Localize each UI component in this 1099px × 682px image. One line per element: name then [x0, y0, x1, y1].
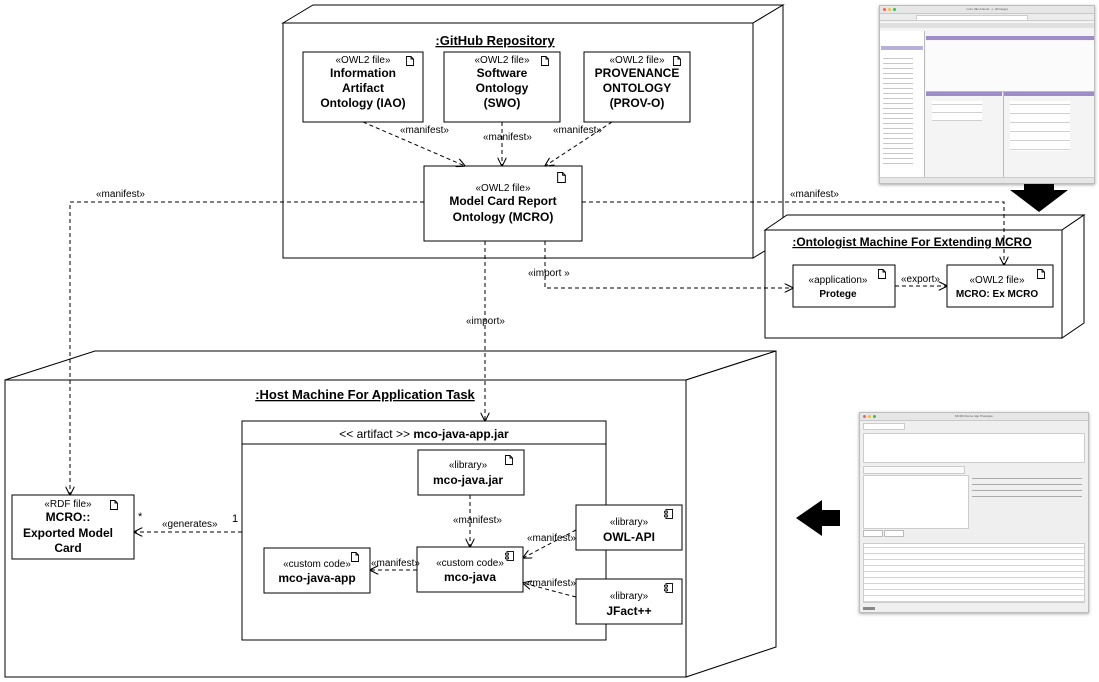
arrow-left-icon: [796, 500, 840, 536]
component-icon: [664, 509, 673, 519]
svg-text:Card: Card: [54, 541, 81, 555]
component-icon: [505, 551, 514, 561]
owl-api-library: «library» OWL-API: [575, 504, 683, 551]
svg-text:«RDF file»: «RDF file»: [44, 499, 92, 510]
manifest-label: «manifest»: [790, 189, 839, 200]
svg-text:«library»: «library»: [449, 460, 488, 471]
mco-java-custom-code: «custom code» mco-java: [416, 546, 524, 593]
multiplicity-star: *: [138, 511, 143, 523]
multiplicity-one: 1: [232, 513, 238, 525]
export-label: «export»: [901, 274, 940, 285]
svg-text:OWL-API: OWL-API: [603, 530, 655, 544]
svg-text:«OWL2 file»: «OWL2 file»: [335, 55, 390, 66]
file-icon: [505, 455, 513, 465]
protege-screenshot: mcro (file:/Users/...) - [Protege]: [879, 5, 1095, 184]
file-icon: [351, 552, 359, 562]
component-icon: [664, 583, 673, 593]
svg-text:Information: Information: [330, 66, 396, 80]
manifest-label: «manifest»: [553, 125, 602, 136]
manifest-label: «manifest»: [453, 515, 502, 526]
svg-text:JFact++: JFact++: [606, 604, 651, 618]
svg-text:«OWL2 file»: «OWL2 file»: [609, 55, 664, 66]
svg-text:mco-java: mco-java: [444, 570, 496, 584]
svg-text:Exported Model: Exported Model: [23, 526, 113, 540]
file-icon: [557, 172, 566, 183]
svg-text:PROVENANCE: PROVENANCE: [595, 66, 680, 80]
manifest-label: «manifest»: [371, 558, 420, 569]
exported-model-card-artifact: «RDF file» MCRO:: Exported Model Card: [11, 494, 135, 560]
svg-text:«custom code»: «custom code»: [283, 559, 351, 570]
github-manifest-edges: [362, 121, 613, 166]
file-icon: [673, 56, 681, 66]
svg-text:mco-java-app: mco-java-app: [278, 571, 355, 585]
iao-artifact: «OWL2 file» Information Artifact Ontolog…: [302, 51, 424, 123]
arrow-down-icon: [1010, 176, 1068, 212]
svg-text:«application»: «application»: [809, 275, 868, 286]
mcro-artifact: «OWL2 file» Model Card Report Ontology (…: [423, 165, 583, 242]
generates-label: «generates»: [162, 519, 218, 530]
svg-text:MCRO::: MCRO::: [46, 510, 91, 524]
svg-text:«OWL2 file»: «OWL2 file»: [969, 275, 1024, 286]
svg-text:«custom code»: «custom code»: [436, 558, 504, 569]
protege-application: «application» Protege: [792, 264, 896, 308]
app-screenshot: MCRO Demo App Prototype: [859, 412, 1089, 613]
svg-text:«OWL2 file»: «OWL2 file»: [474, 55, 529, 66]
file-icon: [878, 269, 886, 279]
svg-text:«OWL2 file»: «OWL2 file»: [475, 183, 530, 194]
manifest-label: «manifest»: [96, 189, 145, 200]
manifest-label: «manifest»: [527, 578, 576, 589]
svg-text:«library»: «library»: [610, 517, 649, 528]
import-label: «import»: [466, 316, 505, 327]
manifest-label: «manifest»: [527, 533, 576, 544]
svg-text:Protege: Protege: [819, 289, 857, 300]
import-label: «import »: [528, 268, 570, 279]
host-title: :Host Machine For Application Task: [255, 387, 475, 402]
jfact-library: «library» JFact++: [575, 578, 683, 625]
exmcro-artifact: «OWL2 file» MCRO: Ex MCRO: [946, 264, 1054, 308]
file-icon: [541, 56, 549, 66]
cross-node-edges: [70, 201, 1004, 495]
github-title: :GitHub Repository: [435, 33, 555, 48]
provo-artifact: «OWL2 file» PROVENANCE ONTOLOGY (PROV-O): [583, 51, 691, 123]
svg-text:Artifact: Artifact: [342, 81, 384, 95]
file-icon: [1037, 269, 1045, 279]
file-icon: [406, 56, 414, 66]
svg-text:Ontology (IAO): Ontology (IAO): [320, 96, 405, 110]
mco-java-jar-library: «library» mco-java.jar: [417, 449, 525, 496]
svg-text:Ontology: Ontology: [476, 81, 529, 95]
svg-text:Software: Software: [477, 66, 528, 80]
host-dependency-edges: [134, 495, 577, 598]
manifest-label: «manifest»: [400, 125, 449, 136]
mco-java-app-custom-code: «custom code» mco-java-app: [263, 547, 371, 594]
svg-text:mco-java.jar: mco-java.jar: [433, 473, 503, 487]
svg-text:(PROV-O): (PROV-O): [610, 96, 665, 110]
manifest-label: «manifest»: [483, 132, 532, 143]
svg-text:(SWO): (SWO): [484, 96, 521, 110]
svg-text:«library»: «library»: [610, 591, 649, 602]
file-icon: [110, 500, 118, 510]
ontologist-title: :Ontologist Machine For Extending MCRO: [792, 235, 1031, 249]
swo-artifact: «OWL2 file» Software Ontology (SWO): [443, 51, 561, 123]
svg-text:Model Card Report: Model Card Report: [449, 194, 556, 208]
svg-text:MCRO: Ex MCRO: MCRO: Ex MCRO: [956, 289, 1038, 300]
svg-text:ONTOLOGY: ONTOLOGY: [603, 81, 671, 95]
svg-text:<< artifact >> mco-java-app.ja: << artifact >> mco-java-app.jar: [339, 427, 509, 441]
svg-text:Ontology (MCRO): Ontology (MCRO): [453, 210, 554, 224]
